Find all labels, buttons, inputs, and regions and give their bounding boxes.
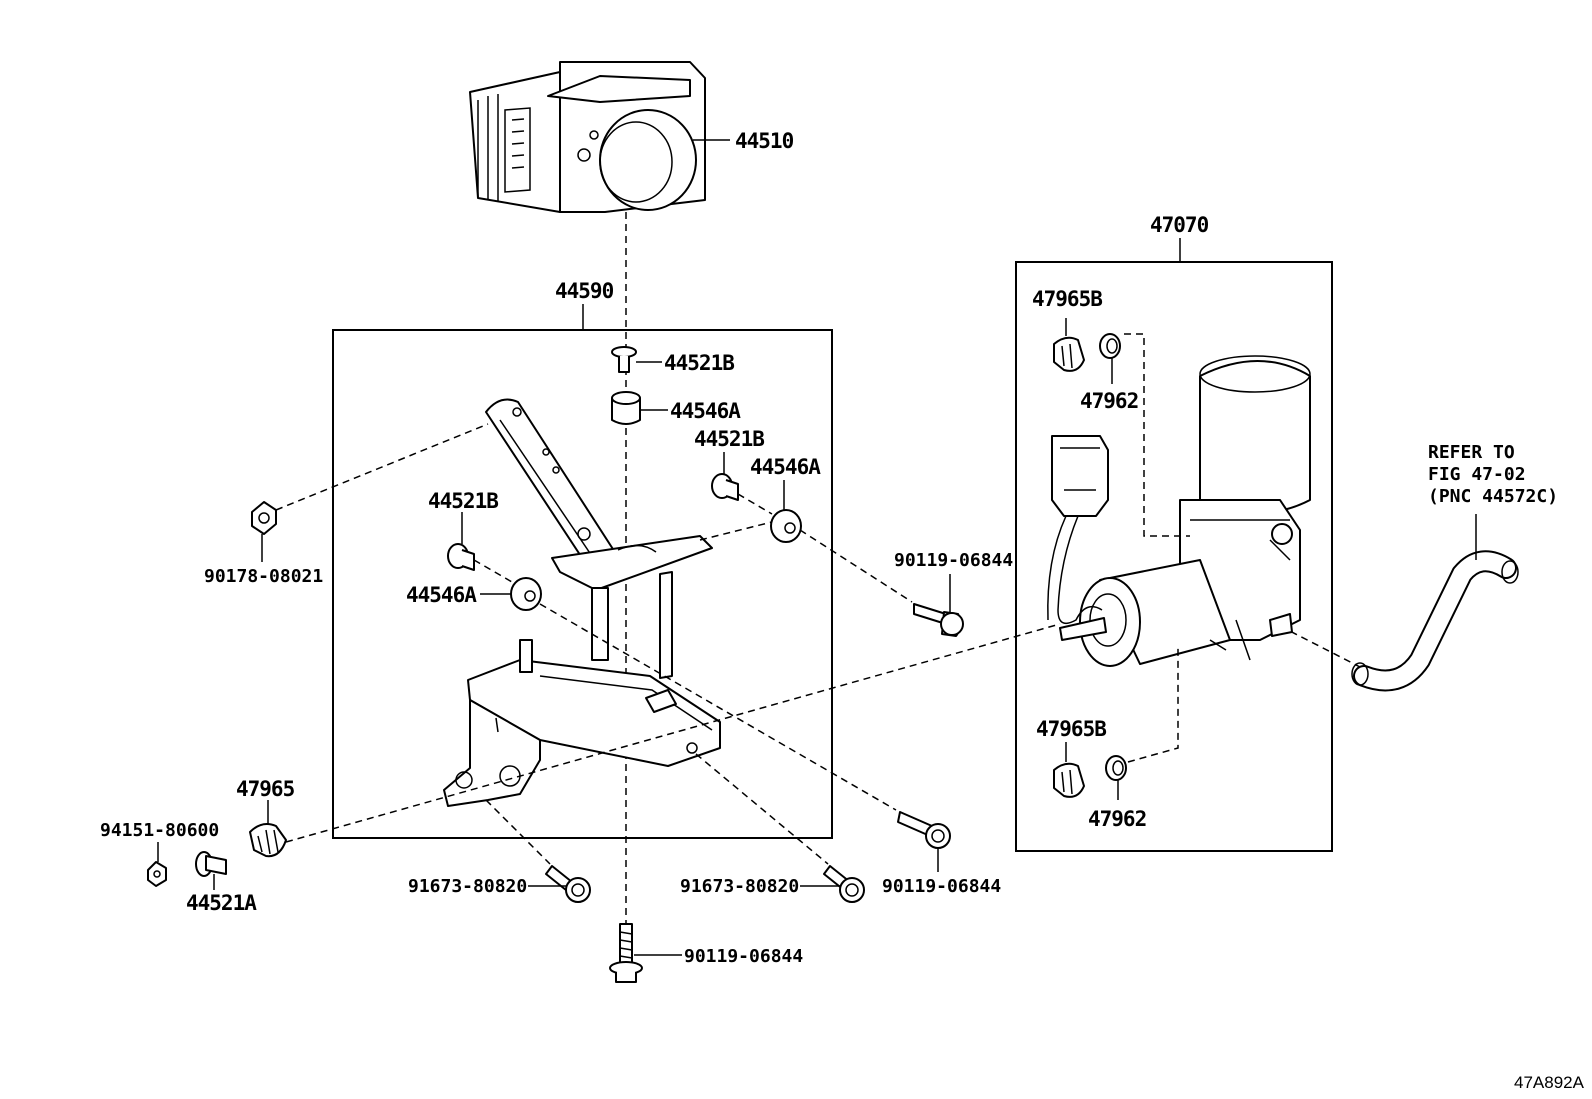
pump-ring-47962-top[interactable]: [1099, 333, 1121, 359]
pump-insulator-47965b-bottom[interactable]: [1053, 762, 1085, 798]
label-44546a-top: 44546A: [670, 399, 741, 423]
label-44510: 44510: [735, 129, 794, 153]
label-94151-80600: 94151-80600: [100, 820, 219, 841]
label-90119-06844-right-lower: 90119-06844: [882, 876, 1001, 897]
label-47965: 47965: [236, 777, 295, 801]
dash-47962-top: [1124, 333, 1190, 537]
cushion-44521b-top[interactable]: [611, 346, 637, 373]
pump-hose[interactable]: [1351, 550, 1519, 692]
label-90178-08021: 90178-08021: [204, 566, 323, 587]
bolt-90119-06844-right-lower[interactable]: [897, 811, 951, 849]
insulator-44546a-top[interactable]: [611, 391, 641, 425]
label-91673-80820-mid: 91673-80820: [680, 876, 799, 897]
label-47962-bottom: 47962: [1088, 807, 1146, 831]
label-91673-80820-left: 91673-80820: [408, 876, 527, 897]
insulator-44546a-left[interactable]: [510, 577, 542, 611]
bolt-91673-80820-mid[interactable]: [823, 865, 865, 903]
label-47962-top: 47962: [1080, 389, 1138, 413]
label-44546a-right: 44546A: [750, 455, 821, 479]
refer-line-2: FIG 47-02: [1428, 464, 1526, 485]
assembly-lines: [275, 423, 1363, 865]
cushion-44521b-right[interactable]: [711, 473, 739, 501]
cushion-44521b-left[interactable]: [447, 543, 475, 571]
insulator-44546a-right[interactable]: [770, 509, 802, 543]
label-44521b-left: 44521B: [428, 489, 498, 513]
pump-insulator-47965b-top[interactable]: [1053, 336, 1085, 372]
label-44521a: 44521A: [186, 891, 257, 915]
insulator-47965[interactable]: [249, 823, 287, 858]
label-90119-06844-right-upper: 90119-06844: [894, 550, 1013, 571]
bolt-91673-80820-left[interactable]: [545, 865, 591, 903]
dash-47962-bottom: [1127, 644, 1179, 763]
label-44546a-left: 44546A: [406, 583, 477, 607]
nut-90178-08021[interactable]: [251, 501, 277, 535]
label-44521b-right: 44521B: [694, 427, 764, 451]
pump-ring-47962-bottom[interactable]: [1105, 755, 1127, 781]
collar-44521a[interactable]: [195, 851, 227, 877]
pump-group-box: [1015, 261, 1333, 852]
label-47070: 47070: [1150, 213, 1209, 237]
refer-line-3: (PNC 44572C): [1428, 486, 1558, 507]
label-44521b-top: 44521B: [664, 351, 734, 375]
label-47965b-bottom: 47965B: [1036, 717, 1106, 741]
abs-actuator[interactable]: [469, 61, 706, 213]
figure-code: 47A892A: [1514, 1073, 1585, 1092]
abs-bracket[interactable]: [443, 398, 721, 807]
label-90119-06844-bottom: 90119-06844: [684, 946, 803, 967]
nut-94151-80600[interactable]: [147, 861, 167, 887]
pump-motor-assy[interactable]: [1059, 355, 1311, 667]
pump-connector[interactable]: [1047, 435, 1109, 625]
bolt-90119-06844-right-upper[interactable]: [913, 603, 964, 637]
label-47965b-top: 47965B: [1032, 287, 1102, 311]
bolt-90119-06844-bottom[interactable]: [609, 923, 643, 983]
label-44590: 44590: [555, 279, 614, 303]
refer-line-1: REFER TO: [1428, 442, 1515, 463]
